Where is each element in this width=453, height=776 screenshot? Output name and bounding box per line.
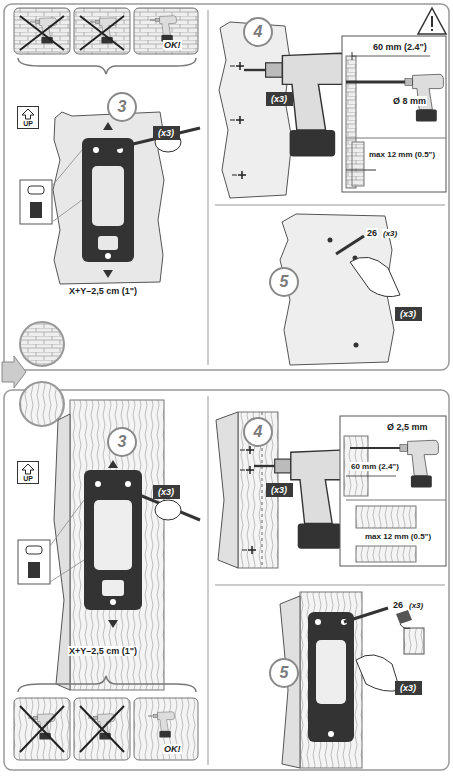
offset-dimension: X+Y–2,5 cm (1") (68, 286, 138, 296)
quantity-badge-text: (x3) (158, 128, 174, 138)
step-number-text: 5 (280, 664, 289, 682)
up-arrow (21, 108, 35, 120)
step-number: 4 (243, 17, 273, 47)
quantity-badge: (x3) (153, 126, 180, 140)
up-arrow (21, 463, 35, 475)
depth-dimension: 60 mm (2.4") (350, 462, 400, 471)
step-number-text: 4 (254, 23, 263, 41)
quantity-badge: (x3) (395, 307, 422, 321)
quantity-badge-text: (x3) (400, 683, 416, 693)
step-number-text: 3 (118, 433, 127, 451)
step-number: 3 (107, 427, 137, 457)
screw-number: 26 (392, 600, 404, 610)
up-indicator: UP (17, 461, 39, 484)
step-number-text: 5 (280, 273, 289, 291)
step-number-text: 3 (118, 98, 127, 116)
step-number: 4 (243, 417, 273, 447)
quantity-badge-text: (x3) (271, 94, 287, 104)
quantity-badge: (x3) (153, 485, 180, 499)
up-indicator-text: UP (23, 475, 33, 482)
up-indicator: UP (17, 106, 39, 129)
step-number: 3 (107, 92, 137, 122)
step-number: 5 (269, 267, 299, 297)
quantity-badge-text: (x3) (271, 485, 287, 495)
up-indicator-text: UP (23, 120, 33, 127)
screw-number: 26 (366, 228, 378, 238)
bit-diameter: Ø 2,5 mm (386, 422, 429, 432)
offset-dimension: X+Y–2,5 cm (1") (68, 646, 138, 656)
quantity-note: (x3) (408, 601, 424, 610)
quantity-badge: (x3) (266, 483, 293, 497)
quantity-badge: (x3) (395, 681, 422, 695)
max-thickness: max 12 mm (0.5") (368, 150, 436, 159)
max-thickness: max 12 mm (0.5") (364, 532, 432, 541)
quantity-badge: (x3) (266, 92, 293, 106)
bit-diameter: Ø 8 mm (392, 96, 427, 106)
step-number: 5 (269, 658, 299, 688)
step-number-text: 4 (254, 423, 263, 441)
ok-mark: OK! (163, 744, 182, 754)
depth-dimension: 60 mm (2.4") (372, 42, 428, 52)
quantity-note: (x3) (382, 229, 398, 238)
ok-mark: OK! (163, 40, 182, 50)
quantity-badge-text: (x3) (400, 309, 416, 319)
quantity-badge-text: (x3) (158, 487, 174, 497)
